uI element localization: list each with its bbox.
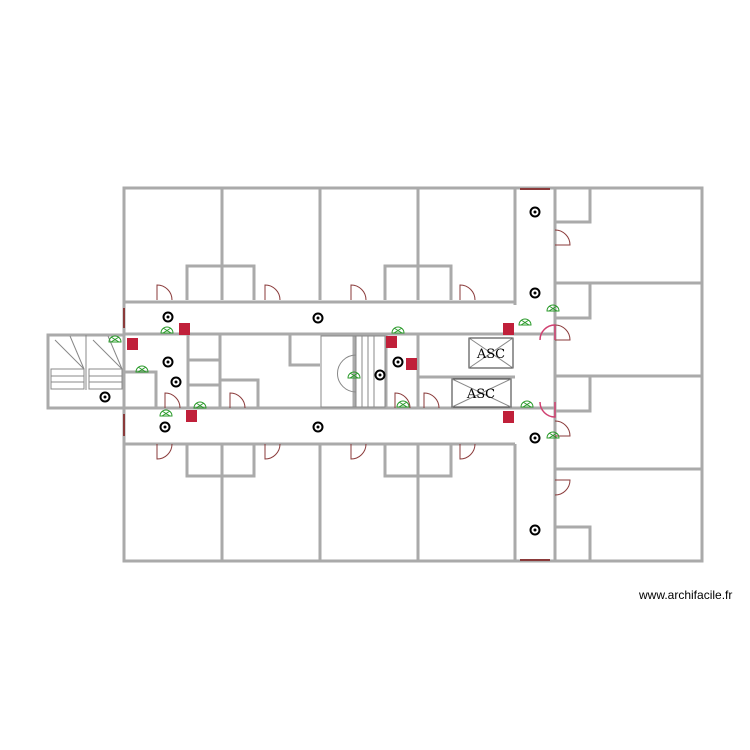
emergency-lights bbox=[108, 304, 560, 439]
elevator-label: ASC bbox=[476, 347, 505, 362]
emergency-light-icon bbox=[159, 409, 173, 417]
elevator-1: ASC bbox=[468, 337, 514, 369]
door bbox=[423, 392, 440, 409]
door bbox=[554, 479, 571, 496]
stair-center bbox=[320, 335, 386, 408]
emergency-light-icon bbox=[520, 400, 534, 408]
emergency-light-icon bbox=[347, 371, 361, 379]
extinguisher-icon bbox=[503, 411, 514, 423]
emergency-light-icon bbox=[391, 326, 405, 334]
door bbox=[156, 443, 173, 460]
walls bbox=[46, 186, 704, 563]
door bbox=[459, 284, 476, 301]
extinguisher-icon bbox=[179, 323, 190, 335]
door bbox=[554, 420, 571, 437]
exit-doors bbox=[123, 188, 556, 561]
extinguisher-icon bbox=[386, 336, 397, 348]
emergency-light-icon bbox=[546, 304, 560, 312]
extinguishers bbox=[127, 323, 514, 423]
extinguisher-icon bbox=[406, 358, 417, 370]
door bbox=[264, 284, 281, 301]
emergency-light-icon bbox=[160, 326, 174, 334]
door bbox=[350, 284, 367, 301]
extinguisher-icon bbox=[186, 410, 197, 422]
door bbox=[394, 392, 411, 409]
door bbox=[554, 229, 571, 246]
elevator-2: ASC bbox=[451, 378, 512, 408]
door bbox=[264, 443, 281, 460]
door bbox=[459, 443, 476, 460]
door bbox=[156, 284, 173, 301]
door bbox=[229, 392, 246, 409]
stair-left bbox=[50, 335, 123, 390]
emergency-light-icon bbox=[135, 365, 149, 373]
smoke-detectors bbox=[99, 206, 541, 536]
emergency-light-icon bbox=[396, 400, 410, 408]
credit-link[interactable]: www.archifacile.fr bbox=[639, 588, 733, 602]
door bbox=[164, 392, 181, 409]
extinguisher-icon bbox=[127, 338, 138, 350]
extinguisher-icon bbox=[503, 323, 514, 335]
elevator-label: ASC bbox=[466, 387, 495, 402]
emergency-light-icon bbox=[193, 401, 207, 409]
door bbox=[350, 443, 367, 460]
emergency-light-icon bbox=[546, 431, 560, 439]
emergency-light-icon bbox=[108, 335, 122, 343]
emergency-light-icon bbox=[518, 318, 532, 326]
doors bbox=[156, 229, 571, 496]
door bbox=[554, 324, 571, 341]
